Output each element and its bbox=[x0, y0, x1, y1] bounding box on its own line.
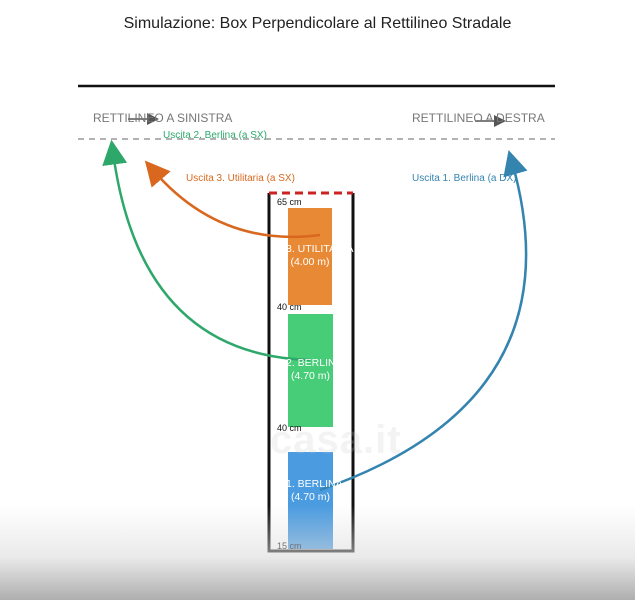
road-right-label: RETTILINEO A DESTRA bbox=[412, 111, 545, 125]
car-berlina-2-label: 2. BERLINA (4.70 m) bbox=[286, 357, 343, 383]
car-utilitaria-label: 3. UTILITARIA (4.00 m) bbox=[286, 243, 354, 269]
exit-path-utilitaria bbox=[144, 160, 321, 239]
car-berlina-2-name: 2. BERLINA bbox=[286, 357, 343, 369]
exit-path-berlina-1 bbox=[319, 149, 528, 492]
car-berlina-1-name: 1. BERLINA bbox=[286, 478, 343, 490]
gap-lower-label: 40 cm bbox=[277, 423, 302, 433]
car-utilitaria-name: 3. UTILITARIA bbox=[286, 243, 354, 255]
car-berlina-2-length: (4.70 m) bbox=[290, 370, 331, 382]
gap-upper-label: 40 cm bbox=[277, 302, 302, 312]
road-left-label: RETTILINEO A SINISTRA bbox=[93, 111, 233, 125]
car-berlina-1-label: 1. BERLINA (4.70 m) bbox=[286, 478, 343, 504]
casa-watermark: casa.it bbox=[270, 418, 402, 462]
page-title: Simulazione: Box Perpendicolare al Retti… bbox=[123, 15, 512, 32]
car-berlina-2 bbox=[288, 314, 333, 427]
exit3-label: Uscita 3. Utilitaria (a SX) bbox=[186, 173, 295, 184]
car-utilitaria-length: (4.00 m) bbox=[290, 256, 330, 268]
exit-path-berlina-2 bbox=[102, 139, 311, 362]
rear-gap-label: 15 cm bbox=[277, 541, 302, 551]
front-gap-label: 65 cm bbox=[277, 197, 302, 207]
car-berlina-1-length: (4.70 m) bbox=[290, 491, 331, 503]
exit2-label: Uscita 2. Berlina (a SX) bbox=[163, 130, 267, 141]
car-utilitaria bbox=[288, 208, 332, 305]
exit1-label: Uscita 1. Berlina (a DX) bbox=[412, 173, 517, 184]
